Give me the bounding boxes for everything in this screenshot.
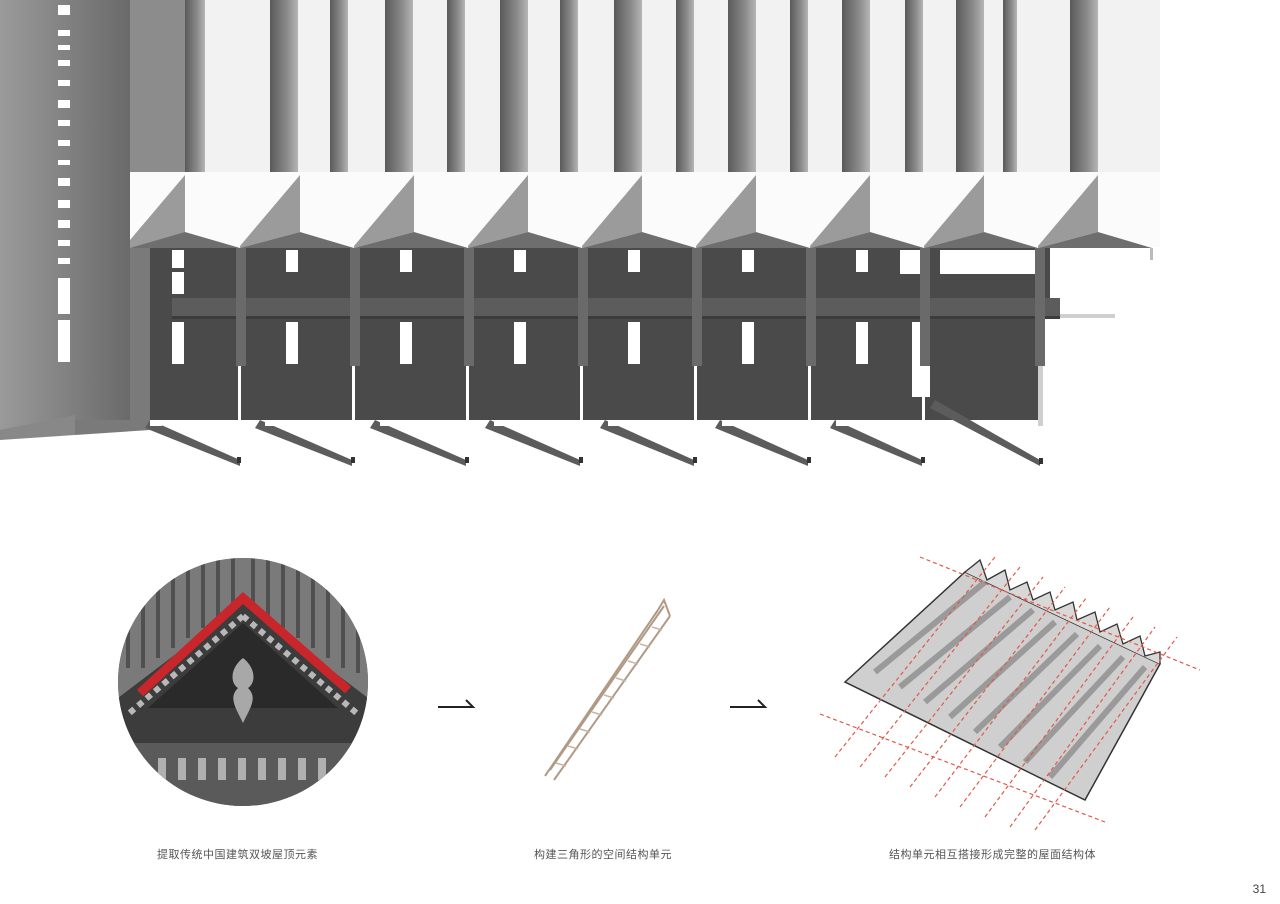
arrow-right-icon	[436, 696, 476, 715]
assembled-roof-structure	[815, 552, 1205, 836]
page-number: 31	[1252, 882, 1266, 896]
triangular-truss-unit	[540, 597, 680, 788]
hero-structure-render	[0, 0, 1160, 466]
traditional-roof-photo	[118, 558, 368, 806]
step-1-caption: 提取传统中国建筑双坡屋顶元素	[157, 848, 318, 861]
step-3-caption: 结构单元相互搭接形成完整的屋面结构体	[889, 848, 1096, 861]
arrow-right-icon	[728, 696, 768, 715]
step-2-caption: 构建三角形的空间结构单元	[534, 848, 672, 861]
